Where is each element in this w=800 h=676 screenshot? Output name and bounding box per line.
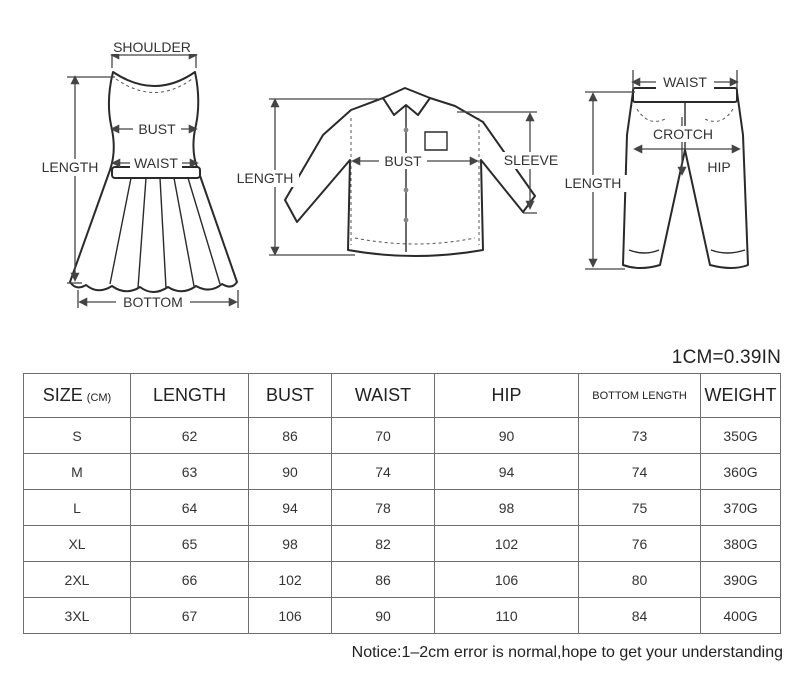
header-waist: WAIST (331, 373, 435, 418)
cell-bottom-length: 84 (578, 597, 701, 634)
table-row: L 64 94 78 98 75 370G (23, 489, 781, 526)
cell-size: 3XL (23, 597, 131, 634)
table-row: 2XL 66 102 86 106 80 390G (23, 561, 781, 598)
dress-bottom-label: BOTTOM (123, 294, 183, 310)
cell-waist: 78 (331, 489, 435, 526)
cell-length: 65 (130, 525, 249, 562)
cell-weight: 370G (700, 489, 781, 526)
dress-bust-label: BUST (138, 121, 176, 137)
cell-size: L (23, 489, 131, 526)
cell-waist: 86 (331, 561, 435, 598)
header-weight: WEIGHT (700, 373, 781, 418)
pants-hip-label: HIP (707, 159, 730, 175)
cell-weight: 400G (700, 597, 781, 634)
table-row: S 62 86 70 90 73 350G (23, 417, 781, 454)
shirt-bust-label: BUST (384, 153, 422, 169)
pants-diagram: WAIST CROTCH HIP LENGTH (555, 0, 780, 320)
cell-size: S (23, 417, 131, 454)
cell-weight: 360G (700, 453, 781, 490)
pants-waist-label: WAIST (663, 74, 707, 90)
shirt-sleeve-label: SLEEVE (504, 152, 558, 168)
pants-length-label: LENGTH (565, 175, 622, 191)
size-chart-table: SIZE(CM) LENGTH BUST WAIST HIP BOTTOM LE… (23, 373, 781, 634)
dress-shoulder-label: SHOULDER (113, 39, 191, 55)
cell-waist: 82 (331, 525, 435, 562)
dress-waist-label: WAIST (134, 155, 178, 171)
cell-weight: 380G (700, 525, 781, 562)
header-size: SIZE(CM) (23, 373, 131, 418)
cell-length: 67 (130, 597, 249, 634)
cell-bottom-length: 76 (578, 525, 701, 562)
pants-crotch-label: CROTCH (653, 126, 713, 142)
table-row: M 63 90 74 94 74 360G (23, 453, 781, 490)
shirt-diagram: LENGTH BUST SLEEVE (225, 0, 570, 320)
dress-diagram: SHOULDER BUST WAIST LENGTH BOTTOM (0, 0, 250, 320)
table-row: 3XL 67 106 90 110 84 400G (23, 597, 781, 634)
cell-size: M (23, 453, 131, 490)
cell-bust: 106 (248, 597, 332, 634)
header-size-unit: (CM) (86, 392, 112, 404)
cell-hip: 94 (434, 453, 579, 490)
cell-weight: 390G (700, 561, 781, 598)
cell-length: 62 (130, 417, 249, 454)
cell-waist: 70 (331, 417, 435, 454)
cell-bottom-length: 73 (578, 417, 701, 454)
cell-bust: 102 (248, 561, 332, 598)
cell-length: 64 (130, 489, 249, 526)
shirt-length-label: LENGTH (237, 170, 294, 186)
table-body: S 62 86 70 90 73 350G M 63 90 74 94 74 3… (23, 417, 781, 634)
table-header-row: SIZE(CM) LENGTH BUST WAIST HIP BOTTOM LE… (23, 373, 781, 418)
cell-size: 2XL (23, 561, 131, 598)
cell-hip: 106 (434, 561, 579, 598)
cell-weight: 350G (700, 417, 781, 454)
cell-hip: 98 (434, 489, 579, 526)
header-length: LENGTH (130, 373, 249, 418)
pants-svg: WAIST CROTCH HIP LENGTH (559, 70, 749, 270)
cell-length: 63 (130, 453, 249, 490)
header-bottom-length: BOTTOM LENGTH (578, 373, 701, 418)
cell-hip: 110 (434, 597, 579, 634)
shirt-svg: LENGTH BUST SLEEVE (231, 87, 565, 257)
cell-bottom-length: 75 (578, 489, 701, 526)
cell-waist: 74 (331, 453, 435, 490)
cell-waist: 90 (331, 597, 435, 634)
cell-length: 66 (130, 561, 249, 598)
header-hip: HIP (434, 373, 579, 418)
shirt-outline-icon (284, 97, 536, 257)
cell-hip: 102 (434, 525, 579, 562)
cell-bust: 90 (248, 453, 332, 490)
table-row: XL 65 98 82 102 76 380G (23, 525, 781, 562)
cell-bust: 86 (248, 417, 332, 454)
cell-bottom-length: 80 (578, 561, 701, 598)
header-bust: BUST (248, 373, 332, 418)
notice-text: Notice:1–2cm error is normal,hope to get… (351, 644, 783, 661)
cell-bust: 98 (248, 525, 332, 562)
unit-conversion: 1CM=0.39IN (671, 347, 781, 368)
cell-size: XL (23, 525, 131, 562)
dress-svg: SHOULDER BUST WAIST LENGTH BOTTOM (34, 38, 239, 310)
cell-hip: 90 (434, 417, 579, 454)
cell-bust: 94 (248, 489, 332, 526)
cell-bottom-length: 74 (578, 453, 701, 490)
dress-length-label: LENGTH (42, 159, 99, 175)
